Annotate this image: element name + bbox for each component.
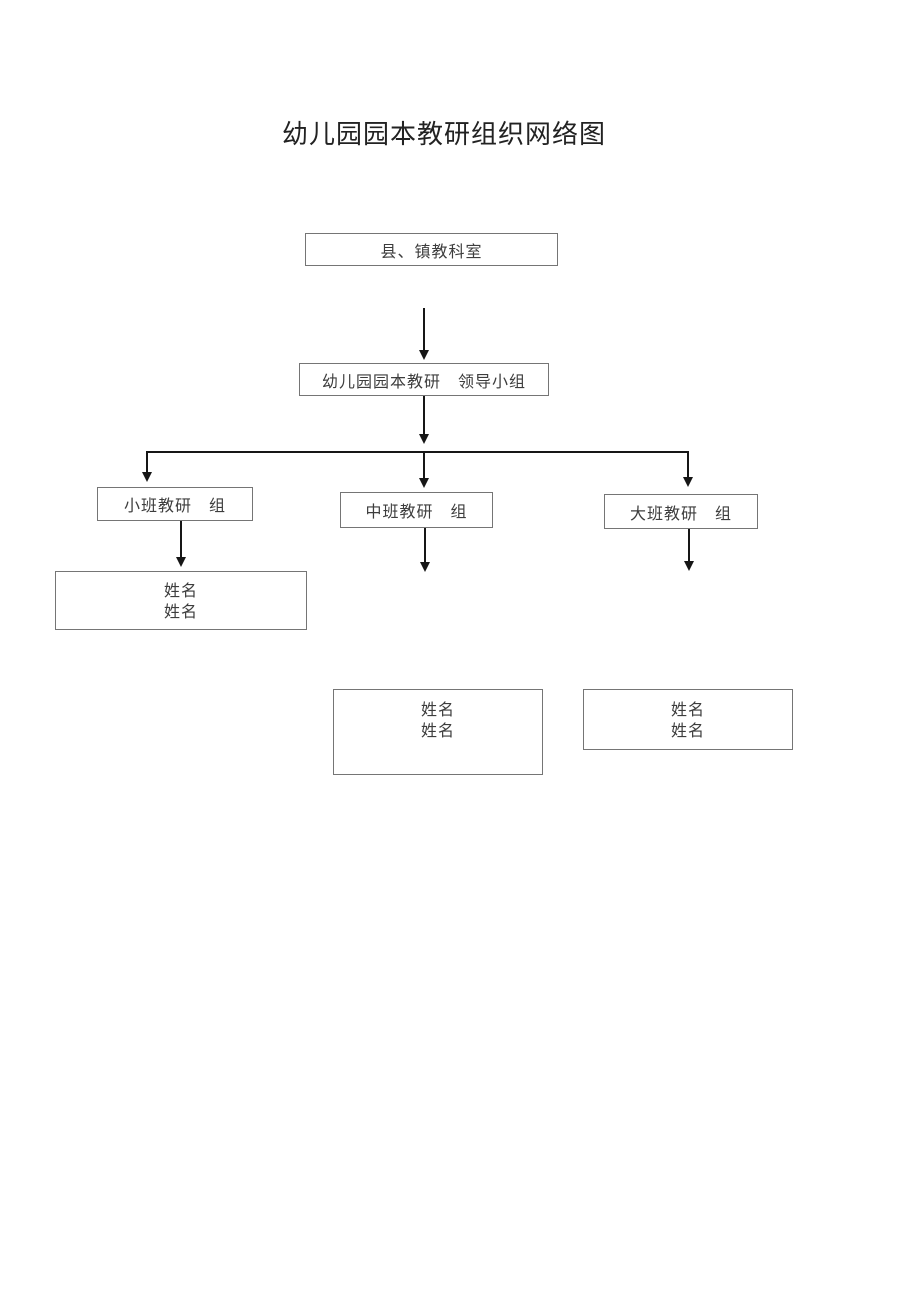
arrow-branch-to-large-class-line (687, 452, 689, 478)
diagram-title: 幼儿园园本教研组织网络图 (281, 120, 606, 150)
arrowhead-down-icon (684, 561, 694, 571)
name-line: 姓名 (420, 721, 455, 740)
arrowhead-down-icon (176, 557, 186, 567)
node-leading-group-label: 幼儿园园本教研 领导小组 (321, 371, 526, 391)
node-small-class-group: 小班教研 组 (97, 487, 253, 521)
arrowhead-down-icon (419, 478, 429, 488)
arrowhead-down-icon (683, 477, 693, 487)
node-small-class-names: 姓名 姓名 (55, 571, 307, 630)
node-large-class-names: 姓名 姓名 (583, 689, 793, 750)
arrow-branch-to-middle-class-line (423, 452, 425, 479)
node-leading-group: 幼儿园园本教研 领导小组 (299, 363, 549, 396)
name-line: 姓名 (163, 601, 198, 621)
arrow-office-to-leading-line (423, 308, 425, 351)
arrowhead-down-icon (420, 562, 430, 572)
name-line: 姓名 (670, 720, 705, 740)
arrow-branch-to-small-class-line (146, 452, 148, 474)
arrowhead-down-icon (142, 472, 152, 482)
arrow-small-class-to-names-line (180, 521, 182, 558)
arrowhead-down-icon (419, 350, 429, 360)
branch-connector-line (146, 451, 689, 453)
node-middle-class-group-label: 中班教研 组 (365, 502, 468, 521)
name-line: 姓名 (670, 699, 705, 719)
arrow-middle-class-down-line (424, 528, 426, 563)
node-middle-class-group: 中班教研 组 (340, 492, 493, 528)
node-county-town-office-label: 县、镇教科室 (380, 241, 483, 261)
name-line: 姓名 (420, 700, 455, 719)
node-large-class-group: 大班教研 组 (604, 494, 758, 529)
node-large-class-group-label: 大班教研 组 (629, 503, 732, 523)
arrowhead-down-icon (419, 434, 429, 444)
node-small-class-group-label: 小班教研 组 (123, 496, 226, 515)
name-line: 姓名 (163, 580, 198, 600)
node-county-town-office: 县、镇教科室 (305, 233, 558, 266)
arrow-large-class-down-line (688, 529, 690, 562)
arrow-leading-to-branch-line (423, 396, 425, 436)
node-middle-class-names: 姓名 姓名 (333, 689, 543, 775)
